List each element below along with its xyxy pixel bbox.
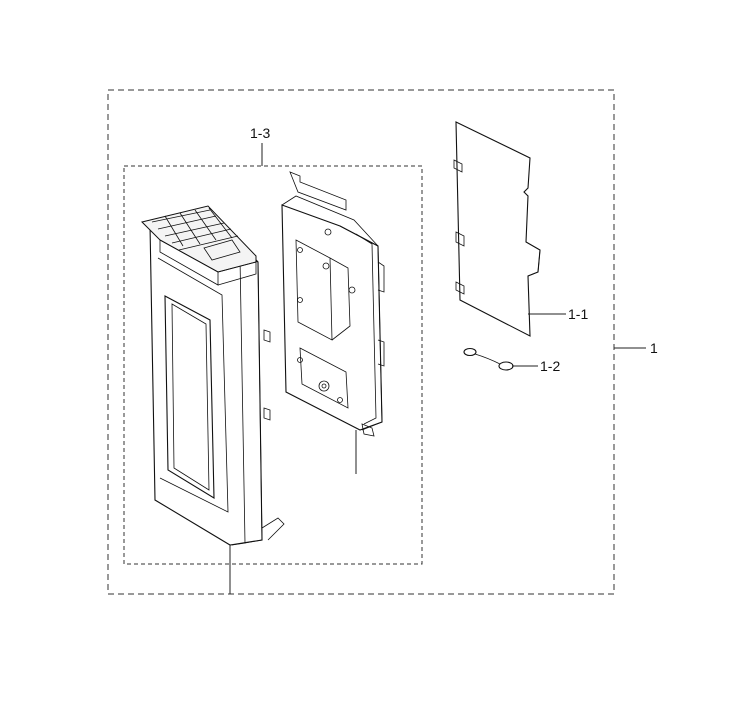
door-assembly-boundary [123,165,423,565]
callout-choke-cover: 1-1 [568,306,588,322]
screw-part [463,347,514,371]
door-frame [141,205,285,546]
callout-door-assembly: 1-3 [250,125,270,141]
callout-screw: 1-2 [540,358,560,374]
choke-cover [453,121,541,337]
assembly-boundary [107,89,615,595]
callout-assembly: 1 [650,340,658,356]
door-inner-panel [281,171,385,437]
